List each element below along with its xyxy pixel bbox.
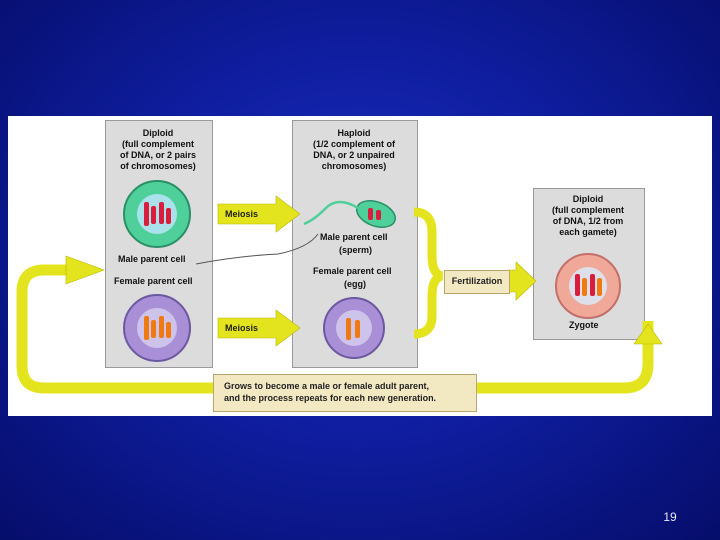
meiosis-top-label: Meiosis bbox=[225, 209, 259, 219]
egg-label: Female parent cell bbox=[313, 266, 392, 276]
sperm-sub-label: (sperm) bbox=[339, 245, 373, 255]
sperm-label: Male parent cell bbox=[320, 232, 388, 242]
male-parent-chromosomes bbox=[144, 202, 171, 226]
life-cycle-note: Grows to become a male or female adult p… bbox=[213, 374, 477, 412]
life-cycle-note-line-1: Grows to become a male or female adult p… bbox=[224, 381, 430, 391]
page-number: 19 bbox=[663, 510, 677, 524]
haploid-line-3: chromosomes) bbox=[321, 161, 387, 171]
sperm-tail bbox=[303, 200, 359, 226]
zygote-line-1: (full complement bbox=[551, 205, 624, 215]
egg-chromosomes bbox=[346, 318, 360, 340]
meiosis-bottom-label: Meiosis bbox=[225, 323, 259, 333]
diploid-parent-line-1: (full complement bbox=[121, 139, 194, 149]
diploid-parent-line-3: of chromosomes) bbox=[120, 161, 196, 171]
fertilization-label: Fertilization bbox=[444, 270, 510, 294]
diagram-graphics bbox=[16, 180, 663, 394]
zygote-line-3: each gamete) bbox=[559, 227, 617, 237]
life-cycle-note-line-2: and the process repeats for each new gen… bbox=[224, 393, 437, 403]
zygote-chromosomes bbox=[575, 274, 602, 296]
meiosis-fertilization-diagram: Diploid (full complement of DNA, or 2 pa… bbox=[8, 116, 712, 416]
sperm-chromosomes bbox=[368, 208, 381, 220]
zygote-heading: Diploid bbox=[572, 194, 604, 204]
diploid-parent-heading: Diploid bbox=[142, 128, 174, 138]
diploid-parent-caption: Diploid (full complement of DNA, or 2 pa… bbox=[105, 128, 211, 172]
fertilization-arrow bbox=[507, 261, 537, 301]
diploid-parent-line-2: of DNA, or 2 pairs bbox=[119, 150, 196, 160]
egg-sub-label: (egg) bbox=[344, 279, 366, 289]
haploid-line-2: DNA, or 2 unpaired bbox=[313, 150, 395, 160]
loop-arrowhead-zygote bbox=[633, 323, 663, 345]
haploid-line-1: (1/2 complement of bbox=[312, 139, 395, 149]
loop-arrowhead-left bbox=[65, 255, 105, 285]
zygote-label: Zygote bbox=[569, 320, 599, 330]
fertilization-bracket bbox=[413, 207, 444, 339]
haploid-caption: Haploid (1/2 complement of DNA, or 2 unp… bbox=[292, 128, 416, 172]
life-cycle-loop-arrow bbox=[16, 264, 654, 394]
meiosis-bottom-arrow bbox=[217, 309, 301, 347]
male-parent-cell-label: Male parent cell bbox=[118, 254, 186, 264]
female-parent-cell-label: Female parent cell bbox=[114, 276, 193, 286]
gamete-connector-line bbox=[195, 233, 319, 265]
haploid-heading: Haploid bbox=[337, 128, 371, 138]
zygote-line-2: of DNA, 1/2 from bbox=[552, 216, 624, 226]
zygote-caption: Diploid (full complement of DNA, 1/2 fro… bbox=[533, 194, 643, 238]
meiosis-top-arrow bbox=[217, 195, 301, 233]
female-parent-chromosomes bbox=[144, 316, 171, 340]
